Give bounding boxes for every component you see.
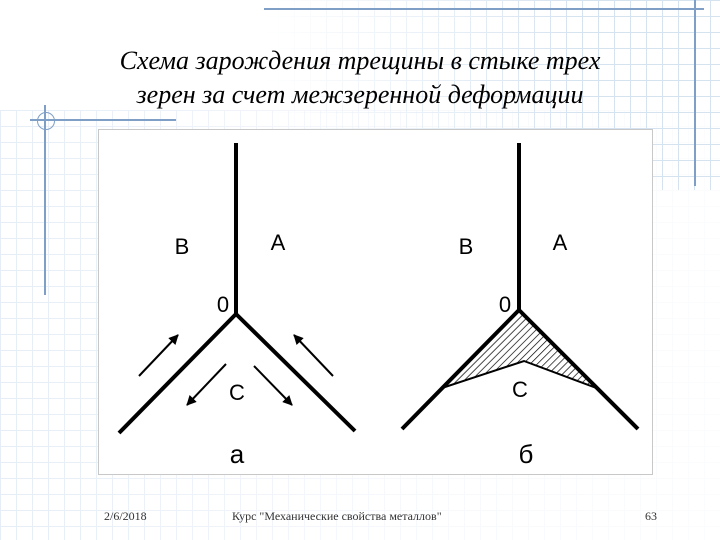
panel-caption: б (519, 439, 534, 469)
arrow-down-right (253, 365, 293, 406)
grain-boundary-left (400, 308, 521, 431)
crack-nucleation-diagram: B A 0 C а B A 0 C б (117, 143, 640, 469)
grain-boundary-right (234, 312, 357, 433)
decor-horizontal-line (30, 119, 176, 121)
panel-b: B A 0 C б (400, 143, 640, 469)
grain-label-b: B (175, 234, 190, 259)
grain-label-a: A (553, 230, 568, 255)
grain-label-a: A (271, 230, 286, 255)
slide-title: Схема зарождения трещины в стыке трех зе… (60, 44, 660, 112)
arrow-down-left (186, 363, 227, 406)
panel-caption: а (230, 439, 245, 469)
grain-boundary-left (117, 312, 238, 435)
decor-vertical-line (44, 105, 46, 295)
grain-label-c: C (229, 380, 245, 405)
junction-label: 0 (499, 292, 511, 317)
junction-label: 0 (217, 292, 229, 317)
footer-course: Курс "Механические свойства металлов" (232, 509, 442, 523)
decor-circle (37, 112, 55, 130)
arrow-up-right (293, 334, 334, 377)
title-line-2: зерен за счет межзеренной деформации (136, 80, 584, 109)
footer-date: 2/6/2018 (104, 509, 147, 523)
grain-label-c: C (512, 377, 528, 402)
panel-a: B A 0 C а (117, 143, 357, 469)
decor-right-line (694, 0, 696, 186)
grain-label-b: B (459, 234, 474, 259)
page-number: 63 (645, 509, 657, 523)
grain-boundary-right (517, 308, 640, 431)
diagram-figure: B A 0 C а B A 0 C б (98, 129, 653, 475)
title-line-1: Схема зарождения трещины в стыке трех (119, 46, 601, 75)
arrow-up-left (138, 334, 179, 377)
decor-top-line (264, 8, 704, 10)
